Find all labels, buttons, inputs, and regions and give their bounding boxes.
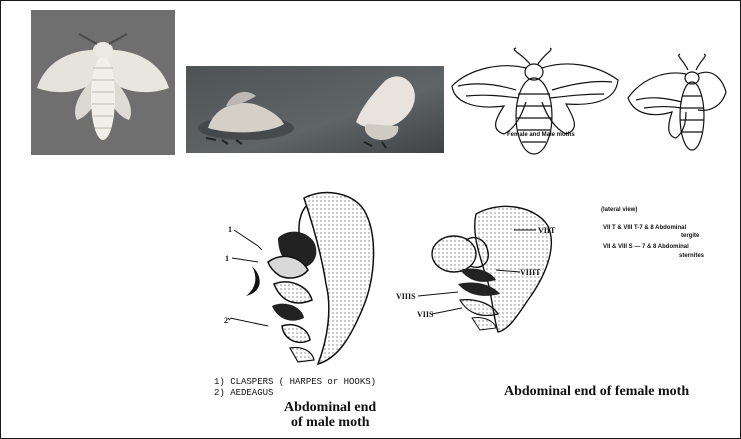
- clasper-number-1a: 1: [228, 225, 232, 234]
- clasper-number-1b: 1: [225, 254, 229, 263]
- female-and-male-moths-drawing: [446, 44, 728, 178]
- moth-pair-caption: Female and Male moths: [507, 132, 575, 138]
- male-caption-line-2: of male moth: [291, 415, 370, 431]
- key-line-2: tergite: [681, 233, 699, 239]
- label-viii-tergite: VIIIT: [520, 268, 540, 277]
- label-viii-sternite: VIIIS: [396, 292, 416, 301]
- male-legend-line-2: 2) AEDEAGUS: [214, 388, 273, 399]
- male-legend-line-1: 1) CLASPERS ( HARPES or HOOKS): [214, 377, 376, 388]
- aedeagus-number-2: 2: [224, 316, 228, 325]
- key-heading: (lateral view): [601, 207, 637, 213]
- key-line-1: VII T & VIII T-7 & 8 Abdominal: [603, 225, 686, 231]
- female-abdominal-end-drawing: [418, 200, 570, 334]
- label-vii-tergite: VIIT: [538, 226, 555, 235]
- male-abdominal-end-drawing: [228, 188, 380, 370]
- key-line-3: VII & VIII S — 7 & 8 Abdominal: [603, 244, 689, 250]
- label-vii-sternite: VIIS: [417, 310, 433, 319]
- female-caption: Abdominal end of female moth: [504, 384, 689, 400]
- moths-mating-photo: [186, 66, 444, 153]
- key-line-4: sternites: [679, 253, 704, 259]
- male-caption-line-1: Abdominal end: [284, 400, 376, 416]
- moth-photo-top-view: [31, 10, 175, 155]
